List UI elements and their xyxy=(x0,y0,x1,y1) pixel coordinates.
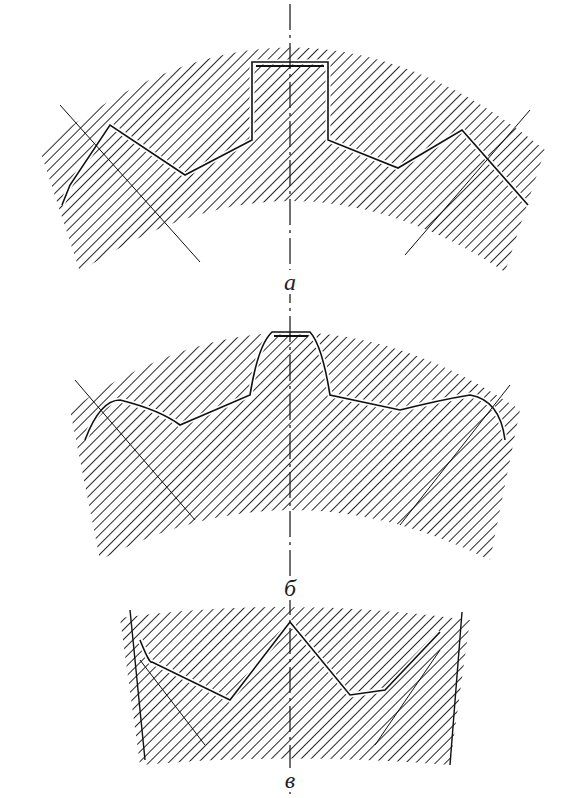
figure-letter: б xyxy=(281,576,299,600)
center-line xyxy=(289,4,290,794)
figure-letter: в xyxy=(282,768,298,792)
triangular-spline-section xyxy=(120,607,470,765)
figure-letter: а xyxy=(281,270,299,294)
rectangular-spline-section xyxy=(40,48,545,273)
involute-spline-section xyxy=(70,332,520,560)
